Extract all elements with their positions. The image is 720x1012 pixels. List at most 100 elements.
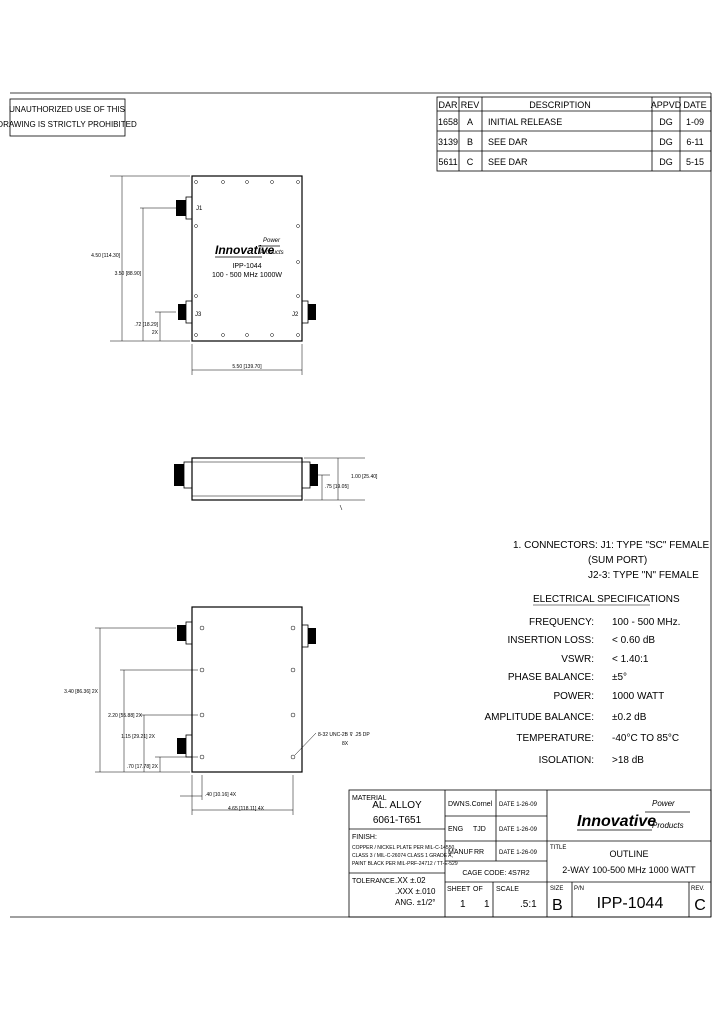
tb-dwn-val: S.Cornel [465,801,493,808]
top-view-part-label: IPP-1044 [232,263,261,270]
spec-value-8: >18 dB [612,755,644,766]
tb-eng-date: DATE 1-26-09 [499,827,538,833]
tb-finish-label: FINISH: [352,834,377,841]
top-view-holes [194,180,300,337]
tb-finish-2: CLASS 3 / MIL-C-26074 CLASS 1 GRADE A, [352,853,453,859]
rev-row-2-dar: 3139 [438,137,458,147]
notice-line-1: UNAUTHORIZED USE OF THIS [9,105,125,114]
spec-value-1: 100 - 500 MHz. [612,617,680,628]
tb-pn-label: P/N [574,886,584,892]
dim-height: 4.50 [114.30] [91,253,120,259]
tb-tol-label: TOLERANCE [352,878,395,885]
bottom-view-body [191,606,303,773]
dim-a: 3.40 [86.36] 2X [64,689,99,695]
rev-row-2-date: 6-11 [686,137,703,147]
rev-row-2-appvd: DG [659,137,673,147]
tb-manuf-val: RR [474,849,484,856]
top-view-body [191,175,303,342]
rev-header-appvd: APPVD [651,100,682,110]
tb-size-label: SIZE [550,886,563,892]
tb-dwn-date: DATE 1-26-09 [499,802,538,808]
rev-header-date: DATE [683,100,706,110]
dim-width: 5.50 [139.70] [232,364,262,370]
tb-scale-val: .5:1 [520,899,537,910]
dim-b: 2.20 [55.88] 2X [108,713,143,719]
note-connectors-2: (SUM PORT) [588,555,647,566]
port-j2-label: J2 [292,312,299,318]
port-j1-label: J1 [196,206,203,212]
connector-notes: 1. CONNECTORS: J1: TYPE "SC" FEMALE (SUM… [513,540,710,581]
tb-finish-1: COPPER / NICKEL PLATE PER MIL-C-14550, [352,845,456,851]
tb-manuf-label: MANUF [448,849,473,856]
notice-line-2: DRAWING IS STRICTLY PROHIBITED [0,120,137,129]
side-view: 1.00 [25.40] .75 [19.05] [174,457,378,511]
tb-eng-val: TJD [473,826,486,833]
note-connectors-3: J2-3: TYPE "N" FEMALE [588,570,699,581]
rev-row-1-desc: INITIAL RELEASE [488,117,562,127]
top-view-spec-label: 100 - 500 MHz 1000W [212,272,282,279]
spec-value-7: -40°C TO 85°C [612,733,679,744]
tb-pn-val: IPP-1044 [597,895,664,912]
dim-c: 1.15 [29.21] 2X [121,734,156,740]
top-view-logo-power: Power [263,238,281,244]
spec-label-7: TEMPERATURE: [516,733,594,744]
spec-label-8: ISOLATION: [539,755,594,766]
rev-row-3-rev: C [467,157,474,167]
tb-of-val: 1 [484,899,490,910]
tb-of-label: OF [473,886,483,893]
bottom-connector-bottom-left [177,734,193,758]
tb-scale-label: SCALE [496,886,519,893]
dim-j3-count: 2X [152,330,159,336]
spec-value-5: 1000 WATT [612,691,664,702]
hole-callout-1: 8-32 UNC-2B ⊽ .25 DP [318,732,370,738]
spec-label-2: INSERTION LOSS: [507,635,594,646]
tb-tol-3: ANG. ±1/2° [395,898,436,907]
dim-f: 4.65 [118.11] 4X [228,806,265,812]
rev-row-1-appvd: DG [659,117,673,127]
spec-value-2: < 0.60 dB [612,635,655,646]
tb-tol-1: .XX ±.02 [395,876,426,885]
dim-j3: .72 [18.29] [134,322,158,328]
rev-row-2-desc: SEE DAR [488,137,528,147]
connector-j3 [178,300,193,324]
tb-size-val: B [552,897,563,914]
dim-j1: 3.50 [88.90] [115,271,142,277]
rev-row-2-rev: B [467,137,473,147]
rev-row-1-date: 1-09 [686,117,704,127]
bottom-connector-right [301,624,316,648]
connector-j2 [301,300,316,324]
revision-table: DAR REV DESCRIPTION APPVD DATE 1658 A IN… [436,96,712,172]
tb-title-label: TITLE [550,845,566,851]
tb-title-1: OUTLINE [609,849,648,859]
title-block: MATERIAL AL. ALLOY 6061-T651 FINISH: COP… [348,789,712,918]
tb-eng-label: ENG [448,826,463,833]
spec-value-4: ±5° [612,672,627,683]
top-view-logo-products: Products [260,250,284,256]
rev-header-desc: DESCRIPTION [529,100,591,110]
bottom-view-holes [199,625,296,760]
tb-cage-code: CAGE CODE: 4S7R2 [462,870,529,877]
side-connector-left [174,461,193,489]
note-connectors-1: 1. CONNECTORS: J1: TYPE "SC" FEMALE [513,540,710,551]
tb-logo-power: Power [652,799,675,808]
spec-label-6: AMPLITUDE BALANCE: [485,712,594,723]
spec-value-3: < 1.40:1 [612,654,649,665]
spec-label-3: VSWR: [561,654,594,665]
tb-material-2: 6061-T651 [373,815,422,826]
rev-row-1-dar: 1658 [438,117,458,127]
specs-title: ELECTRICAL SPECIFICATIONS [533,594,680,605]
side-view-body [191,457,303,501]
rev-header-dar: DAR [438,100,458,110]
spec-label-1: FREQUENCY: [529,617,594,628]
rev-row-1-rev: A [467,117,473,127]
tb-sheet-label: SHEET [447,886,471,893]
tb-tol-2: .XXX ±.010 [395,887,436,896]
tb-title-2: 2-WAY 100-500 MHz 1000 WATT [562,865,696,875]
tb-dwn-label: DWN [448,801,465,808]
dim-thick: 1.00 [25.40] [351,474,378,480]
spec-label-4: PHASE BALANCE: [508,672,594,683]
hole-callout-2: 8X [342,741,349,747]
tb-rev-label: REV. [691,886,705,892]
electrical-specs: ELECTRICAL SPECIFICATIONS FREQUENCY: 100… [485,594,681,766]
